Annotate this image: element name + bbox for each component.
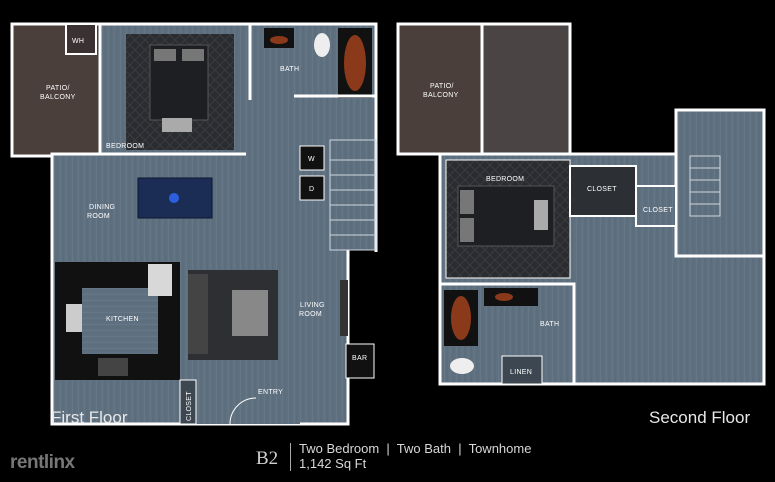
dining-label-2: ROOM: [87, 213, 110, 220]
dining-label-1: DINING: [89, 204, 115, 211]
unit-area: 1,142 Sq Ft: [299, 456, 367, 471]
closet-b-label: CLOSET: [643, 207, 673, 214]
sink-icon: [98, 358, 128, 376]
pillow-icon: [460, 190, 474, 214]
pillow-icon: [460, 218, 474, 242]
first-stairs: [329, 139, 377, 251]
washer-icon: [299, 145, 325, 171]
second-stairs: [689, 155, 721, 217]
bar-label: BAR: [352, 355, 367, 362]
kitchen-label: KITCHEN: [106, 316, 139, 323]
second-bedroom-label: BEDROOM: [486, 176, 524, 183]
first-patio-label-2: BALCONY: [40, 94, 76, 101]
entry-closet: [179, 379, 197, 425]
closet-a: [569, 165, 637, 217]
closet-label: CLOSET: [186, 391, 193, 421]
tub-basin-icon: [451, 296, 471, 340]
entry-label: ENTRY: [258, 389, 283, 396]
second-bath-label: BATH: [540, 321, 559, 328]
tub-basin-icon: [344, 35, 366, 91]
unit-code: B2: [256, 448, 279, 469]
second-floor: PATIO/ BALCONY BEDROOM CLOSET CLOSET BAT…: [396, 22, 766, 386]
first-bedroom-label: BEDROOM: [106, 143, 144, 150]
sink-basin-icon: [495, 293, 513, 301]
toilet-icon: [314, 33, 330, 57]
second-patio-label-1: PATIO/: [430, 83, 454, 90]
unit-info: Two Bedroom | Two Bath | Townhome 1,142 …: [299, 441, 531, 471]
stove-icon: [66, 304, 82, 332]
coffee-table-icon: [232, 290, 268, 336]
first-floor-label: First Floor: [51, 408, 128, 427]
entry-door-icon: [229, 397, 257, 425]
tv-icon: [340, 280, 348, 336]
fridge-icon: [148, 264, 172, 296]
washer-label: W: [308, 156, 315, 163]
first-floor: WH PATIO/ BALCONY BEDROOM BATH W D DININ…: [10, 22, 378, 426]
bar-counter: [345, 343, 375, 379]
sofa-icon: [188, 274, 208, 354]
linen-label: LINEN: [510, 369, 532, 376]
second-open-area: [480, 22, 572, 156]
brand-logo: rentlinx: [10, 452, 75, 473]
living-label-1: LIVING: [300, 302, 325, 309]
first-patio-label-1: PATIO/: [46, 85, 70, 92]
floor-plan: WH PATIO/ BALCONY BEDROOM BATH W D DININ…: [10, 22, 766, 426]
bench-icon: [534, 200, 548, 230]
linen-closet: [501, 355, 543, 385]
pillow-icon: [154, 49, 176, 61]
wh-closet: [65, 23, 97, 55]
dryer-icon: [299, 175, 325, 201]
centerpiece-icon: [169, 193, 179, 203]
wh-label: WH: [72, 38, 84, 45]
second-patio-label-2: BALCONY: [423, 92, 459, 99]
unit-description: Two Bedroom | Two Bath | Townhome: [299, 441, 532, 456]
footer-divider: [290, 443, 291, 471]
closet-b: [635, 185, 677, 227]
dryer-label: D: [309, 186, 314, 193]
entry-area: [182, 380, 300, 424]
second-floor-label: Second Floor: [649, 408, 751, 427]
living-label-2: ROOM: [299, 311, 322, 318]
kitchen-floor: [82, 288, 158, 354]
bench-icon: [162, 118, 192, 132]
second-patio: [396, 22, 484, 156]
toilet-icon: [450, 358, 474, 374]
closet-a-label: CLOSET: [587, 186, 617, 193]
sink-basin-icon: [270, 36, 288, 44]
pillow-icon: [182, 49, 204, 61]
first-bath-label: BATH: [280, 66, 299, 73]
